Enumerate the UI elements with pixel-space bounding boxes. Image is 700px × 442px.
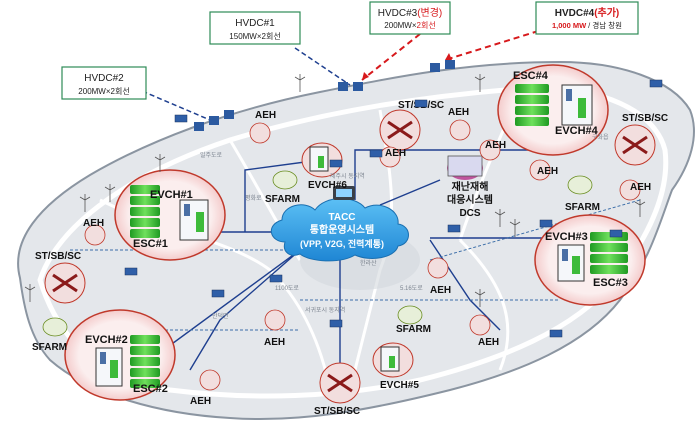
aeh-label: AEH [385, 148, 406, 159]
substation-st3: ST/SB/SC [35, 251, 86, 304]
esc-group-2: EVCH#2 ESC#2 [64, 309, 176, 401]
battery-icon [515, 84, 549, 126]
aeh-label: AEH [448, 107, 469, 118]
aeh-label: AEH [190, 396, 211, 407]
aeh-label: AEH [255, 110, 276, 121]
map-label: 평화로 [245, 194, 262, 202]
evch5-station: EVCH#5 [372, 342, 419, 391]
wind-turbine-icons [24, 74, 646, 307]
map-label: 안덕면 [212, 312, 229, 320]
map-label: 한라산 [360, 259, 377, 267]
battery-icon [130, 335, 160, 388]
aeh-label: AEH [537, 166, 558, 177]
ev-charger-icon [557, 244, 585, 282]
hvdc-terminal-markers [194, 60, 455, 131]
battery-icon [130, 185, 160, 238]
solar-panel-icons [124, 79, 663, 338]
sfarm-label: SFARM [265, 194, 300, 205]
aeh-label: AEH [83, 218, 104, 229]
sfarm-label: SFARM [396, 324, 431, 335]
hvdc4-box: HVDC#4(추가) 1,000 MW/ 경남 창원 [535, 1, 639, 35]
map-label: 일주도로 [200, 151, 223, 159]
hvdc4-subtitle: 1,000 MW/ 경남 창원 [552, 20, 622, 30]
tacc-title: TACC [328, 212, 355, 223]
evch1-label: EVCH#1 [150, 189, 193, 201]
tacc-description: (VPP, V2G, 전력계통) [300, 238, 384, 249]
evch3-label: EVCH#3 [545, 231, 588, 243]
hvdc2-title: HVDC#2 [84, 73, 124, 84]
sfarm-icons [42, 170, 593, 337]
hvdc4-title: HVDC#4(추가) [555, 6, 620, 19]
aeh-label: AEH [630, 182, 651, 193]
aeh-label: AEH [264, 337, 285, 348]
aeh-label: AEH [478, 337, 499, 348]
st4-label: ST/SB/SC [314, 406, 360, 417]
ring-road [37, 85, 669, 399]
dcs-line3: DCS [459, 208, 480, 219]
esc-group-1: EVCH#1 ESC#1 [114, 169, 226, 261]
hvdc3-box: HVDC#3(변경) 200MW×2회선 [369, 1, 451, 35]
tacc-cloud: TACC 통합운영시스템 (VPP, V2G, 전력계통) [271, 186, 409, 262]
map-label: 구좌읍 [592, 133, 609, 141]
map-label: 서귀포시 동지역 [305, 306, 345, 314]
ev-charger-icon [561, 84, 593, 126]
map-label: 제주시 동지역 [330, 172, 365, 180]
ev-charger-icon [95, 347, 123, 387]
hvdc2-subtitle: 200MW×2회선 [78, 87, 129, 96]
hvdc1-title: HVDC#1 [235, 18, 275, 29]
st2-label: ST/SB/SC [622, 113, 668, 124]
aeh-house-icons [84, 119, 641, 391]
aeh-label: AEH [485, 140, 506, 151]
hvdc2-box: HVDC#2 200MW×2회선 [61, 66, 147, 100]
sfarm-label: SFARM [565, 202, 600, 213]
tacc-subtitle: 통합운영시스템 [310, 223, 374, 236]
st3-label: ST/SB/SC [35, 251, 81, 262]
hvdc3-subtitle: 200MW×2회선 [384, 21, 435, 30]
server-icon [333, 186, 355, 200]
hvdc3-title: HVDC#3(변경) [378, 6, 443, 19]
esc1-label: ESC#1 [133, 238, 168, 250]
map-label: 1100도로 [275, 285, 299, 292]
sfarm-label: SFARM [32, 342, 67, 353]
dcs-system: 재난재해 대응시스템 DCS [447, 155, 493, 219]
dcs-line1: 재난재해 [452, 180, 489, 193]
esc-group-3: EVCH#3 ESC#3 [534, 214, 646, 306]
hvdc1-subtitle: 150MW×2회선 [229, 32, 280, 41]
esc4-label: ESC#4 [513, 70, 549, 82]
evch5-label: EVCH#5 [380, 380, 419, 391]
dcs-line2: 대응시스템 [447, 193, 493, 206]
map-label: 5.16도로 [400, 285, 423, 292]
substation-st2: ST/SB/SC [614, 113, 668, 166]
aeh-label: AEH [430, 285, 451, 296]
substation-st4: ST/SB/SC [314, 362, 361, 417]
hvdc1-box: HVDC#1 150MW×2회선 [209, 11, 301, 45]
esc-group-4: ESC#4 EVCH#4 [497, 64, 609, 156]
battery-icon [590, 232, 628, 274]
evch2-label: EVCH#2 [85, 334, 128, 346]
ev-charger-icon [179, 199, 209, 241]
evch6-label: EVCH#6 [308, 180, 347, 191]
evch4-label: EVCH#4 [555, 125, 599, 137]
esc2-label: ESC#2 [133, 383, 168, 395]
esc3-label: ESC#3 [593, 277, 628, 289]
